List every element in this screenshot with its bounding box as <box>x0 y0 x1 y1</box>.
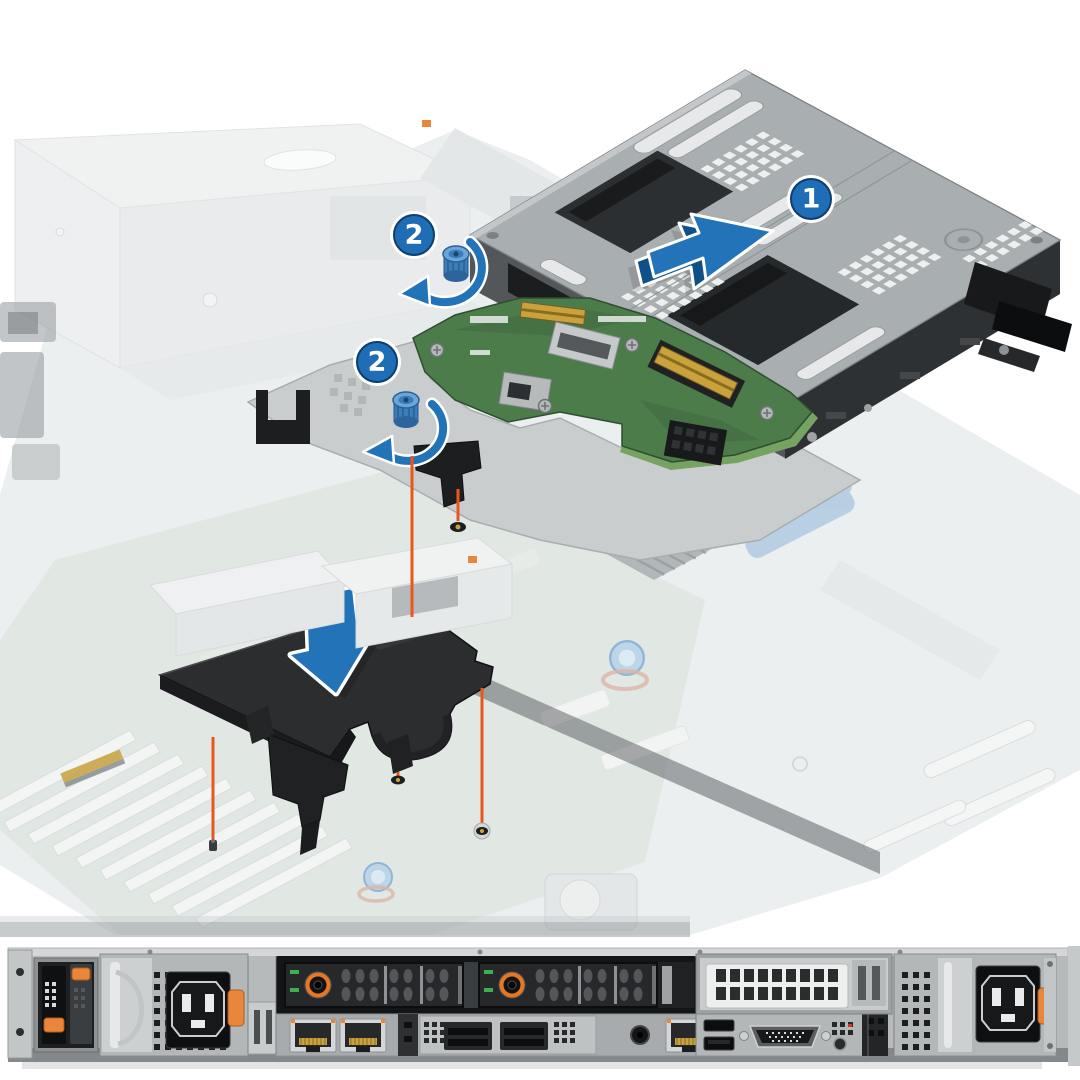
thumbscrew-rotate-upper <box>397 235 489 309</box>
boss-module-bay <box>33 957 99 1053</box>
psu-release-tab <box>227 989 245 1027</box>
shroud-foot <box>246 706 274 744</box>
rotate-arrowhead-icon <box>397 274 432 308</box>
rear-drive-bays <box>276 956 696 1014</box>
psu-wire-handle <box>115 969 145 1047</box>
gold-edge-connector <box>519 301 587 326</box>
thumbscrew-rotate-lower <box>361 391 450 468</box>
rotate-arrow-icon <box>380 400 448 465</box>
module-release-tab <box>71 967 91 981</box>
plunger-ring-ghost <box>601 669 649 691</box>
silkscreen <box>470 316 646 355</box>
callout-step-1: 1 <box>787 175 835 223</box>
tray-perforations <box>330 374 370 416</box>
divider-bracket <box>247 1001 277 1055</box>
system-id-button <box>833 1037 847 1051</box>
orange-clip-icon <box>468 556 477 563</box>
server-rear-panel <box>7 946 1080 1069</box>
callout-step-2-upper: 2 <box>390 211 438 259</box>
step1-direction-arrow-icon <box>628 212 775 296</box>
blue-thumbscrew <box>442 245 470 283</box>
shroud-foot-tip <box>300 820 320 855</box>
rack-ear <box>7 949 33 1059</box>
module-release-tab <box>43 1017 65 1033</box>
pcie-riser-filler <box>695 953 893 1015</box>
right-wall-ghost <box>792 560 1056 854</box>
floor-shadow <box>22 1062 1042 1069</box>
drive-carrier <box>282 960 466 1010</box>
board-screw <box>537 398 553 414</box>
right-wall <box>1068 946 1080 1066</box>
orange-clip-icon <box>422 120 431 127</box>
rotate-arrowhead-icon <box>361 434 396 466</box>
ethernet-port <box>289 1018 337 1053</box>
shroud-foot <box>388 734 413 774</box>
psu-left <box>99 953 249 1057</box>
power-inlet <box>975 965 1041 1043</box>
housing-opening <box>392 576 458 618</box>
system-id-cluster <box>832 1022 853 1051</box>
usb-port <box>703 1019 735 1032</box>
alignment-guides <box>209 456 491 851</box>
board-screw <box>624 337 640 353</box>
psu-cage-ghost <box>13 120 520 400</box>
chassis-front-edge-ghost <box>0 922 690 937</box>
rotate-arrow-icon <box>416 238 486 307</box>
blue-thumbscrew <box>392 391 420 429</box>
cage-release-latch <box>964 262 1072 372</box>
ethernet-port <box>339 1018 387 1053</box>
callout-step-2-lower: 2 <box>353 338 401 386</box>
pin-header-ghost <box>60 749 126 788</box>
fan-housing <box>149 537 514 657</box>
step-1-number: 1 <box>802 184 821 215</box>
metal-socket <box>498 371 552 412</box>
board-screw <box>759 405 775 421</box>
psu-right <box>893 953 1057 1057</box>
step-2-number: 2 <box>405 220 424 251</box>
cable-clip <box>256 390 310 444</box>
power-connector <box>663 420 728 466</box>
plunger-ring-ghost <box>357 885 395 903</box>
tray-edge-shadow <box>455 664 880 874</box>
power-inlet <box>165 971 231 1049</box>
lip-screws <box>147 949 903 955</box>
status-led <box>848 1024 852 1027</box>
board-screw <box>429 342 445 358</box>
psu-handle-zone <box>938 958 972 1052</box>
gold-edge-connector <box>647 339 746 408</box>
interposer-board <box>412 297 818 508</box>
shielded-connector <box>547 321 621 370</box>
vga-port <box>739 1025 831 1048</box>
step-2-number: 2 <box>368 347 387 378</box>
rear-io-ports <box>275 1012 888 1057</box>
left-connectors-ghost <box>0 302 60 480</box>
drive-carrier <box>476 960 660 1010</box>
dimm-slots-ghost <box>0 729 353 929</box>
chassis-front-edge-ghost <box>0 916 690 922</box>
